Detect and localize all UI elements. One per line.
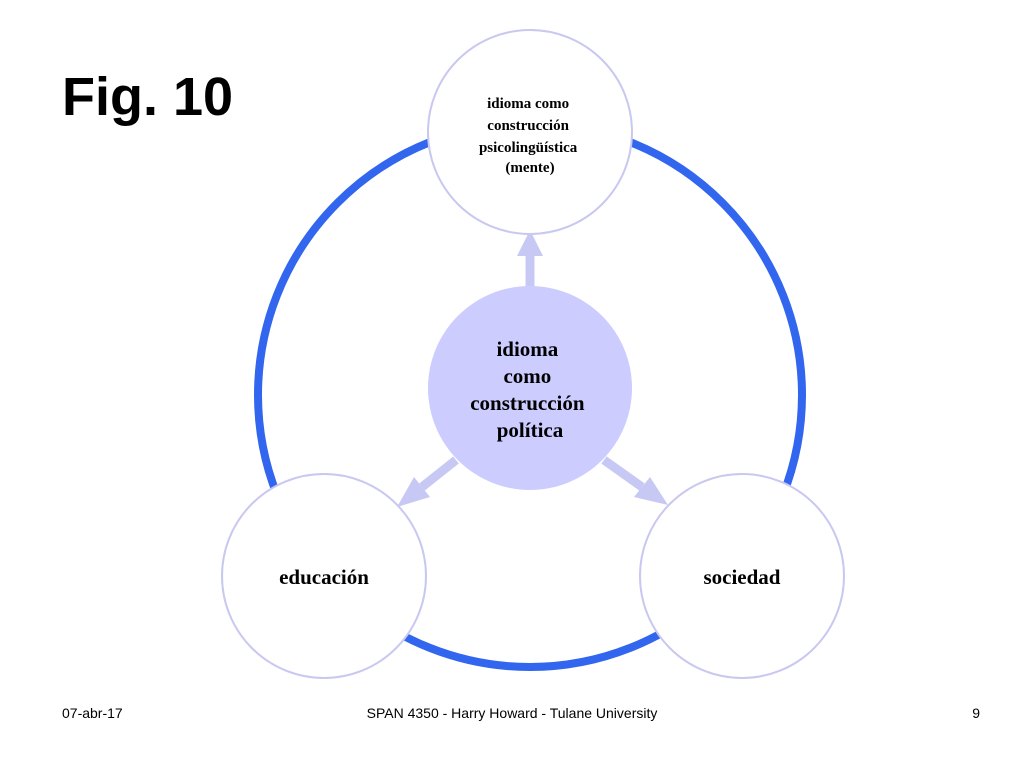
footer-page-number: 9 xyxy=(972,705,980,721)
node-right-circle xyxy=(639,473,845,679)
svg-text:educación: educación xyxy=(279,565,369,589)
node-center-line: como xyxy=(503,364,551,388)
node-top-line: construcción xyxy=(487,118,569,134)
footer-date: 07-abr-17 xyxy=(62,705,123,721)
node-top-line: (mente) xyxy=(505,160,554,176)
node-center: idioma como construcción política xyxy=(428,286,632,490)
arrow-to-left-node xyxy=(397,456,459,507)
node-right: sociedad xyxy=(639,473,845,679)
node-center-line: idioma xyxy=(496,337,558,361)
node-left-circle xyxy=(221,473,427,679)
arrow-to-top-node xyxy=(517,230,543,292)
node-top: idioma como construcción psicolingüístic… xyxy=(427,29,633,235)
node-right-label: sociedad xyxy=(703,565,780,589)
node-center-line: construcción xyxy=(470,391,585,415)
node-top-line: idioma como xyxy=(487,96,569,112)
node-left-label: educación xyxy=(279,565,369,589)
node-top-line: psicolingüística xyxy=(479,140,578,156)
svg-text:idioma como construcción: idioma como construcción psicolingüístic… xyxy=(479,96,581,176)
slide-title: Fig. 10 xyxy=(62,67,234,127)
node-center-circle xyxy=(428,286,632,490)
node-top-circle xyxy=(427,29,633,235)
footer-course: SPAN 4350 - Harry Howard - Tulane Univer… xyxy=(366,705,658,721)
node-left: educación xyxy=(221,473,427,679)
svg-text:idioma como constr: idioma como construcción política xyxy=(470,337,590,442)
arrow-to-right-node xyxy=(601,456,668,505)
svg-text:sociedad: sociedad xyxy=(703,565,780,589)
node-center-line: política xyxy=(497,418,564,442)
